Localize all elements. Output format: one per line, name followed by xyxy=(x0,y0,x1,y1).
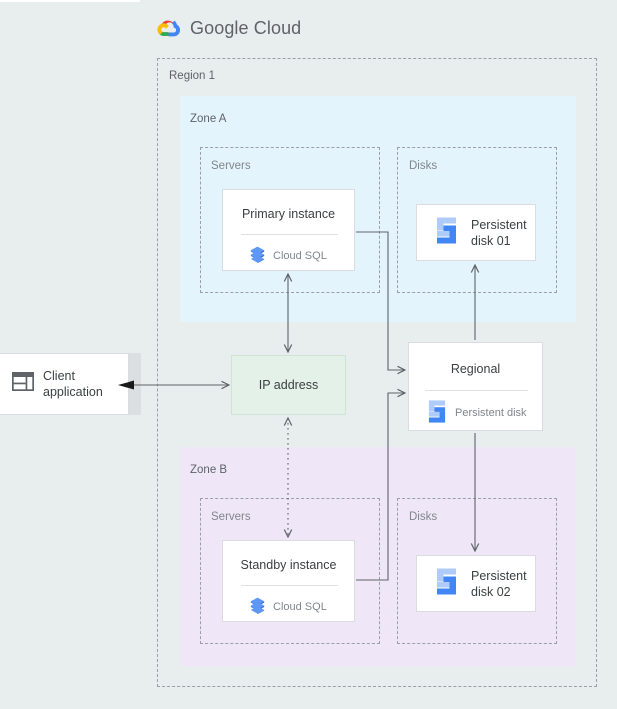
brand-name-cloud: Cloud xyxy=(253,17,302,38)
zone-a-servers-label: Servers xyxy=(211,160,251,172)
ip-address-node[interactable]: IP address xyxy=(231,355,346,415)
persistent-disk-02-card[interactable]: Persistent disk 02 xyxy=(416,555,536,612)
standby-instance-subtitle: Cloud SQL xyxy=(273,601,327,613)
persistent-disk-icon xyxy=(427,400,447,426)
primary-instance-card[interactable]: Primary instance Cloud SQL xyxy=(222,189,355,271)
page-top-strip xyxy=(0,0,140,2)
regional-persistent-disk-card[interactable]: Regional Persistent disk xyxy=(408,342,543,431)
standby-instance-subtitle-row: Cloud SQL xyxy=(250,597,327,617)
persistent-disk-01-label: Persistent disk 01 xyxy=(471,217,527,249)
zone-a-label: Zone A xyxy=(190,113,227,125)
cloud-sql-icon xyxy=(250,246,265,266)
client-application-node[interactable]: Client application xyxy=(0,353,129,415)
regional-persistent-disk-divider xyxy=(425,390,528,391)
client-application-label-line2: application xyxy=(43,385,103,399)
persistent-disk-02-label: Persistent disk 02 xyxy=(471,568,527,600)
client-application-shadow xyxy=(128,353,141,415)
zone-b-servers-label: Servers xyxy=(211,511,251,523)
standby-instance-title: Standby instance xyxy=(240,558,337,572)
zone-b-disks-label: Disks xyxy=(409,511,438,523)
primary-instance-title: Primary instance xyxy=(241,207,336,221)
cloud-sql-icon xyxy=(250,597,265,617)
regional-persistent-disk-subtitle-row: Persistent disk xyxy=(427,400,527,426)
primary-instance-subtitle: Cloud SQL xyxy=(273,250,327,262)
client-application-label: Client application xyxy=(43,368,103,400)
primary-instance-divider xyxy=(241,234,338,235)
persistent-disk-02-label-line1: Persistent xyxy=(471,568,527,583)
persistent-disk-01-card[interactable]: Persistent disk 01 xyxy=(416,204,536,261)
region-label: Region 1 xyxy=(169,70,216,82)
standby-instance-divider xyxy=(241,585,338,586)
regional-persistent-disk-subtitle: Persistent disk xyxy=(455,407,527,419)
zone-a-disks-group xyxy=(397,147,557,293)
google-cloud-wordmark: Google Cloud xyxy=(190,18,301,39)
persistent-disk-icon xyxy=(435,217,458,249)
browser-window-icon xyxy=(11,371,35,396)
persistent-disk-01-label-line2: disk 01 xyxy=(471,233,511,248)
client-application-label-line1: Client xyxy=(43,369,75,383)
brand-name-google: Google xyxy=(190,17,249,38)
persistent-disk-icon xyxy=(435,568,458,600)
primary-instance-subtitle-row: Cloud SQL xyxy=(250,246,327,266)
persistent-disk-01-label-line1: Persistent xyxy=(471,217,527,232)
google-cloud-logo: Google Cloud xyxy=(155,15,301,41)
google-cloud-logo-icon xyxy=(155,16,183,40)
region-container xyxy=(157,58,597,687)
ip-address-label: IP address xyxy=(258,378,319,392)
regional-persistent-disk-title: Regional xyxy=(450,362,501,376)
persistent-disk-02-label-line2: disk 02 xyxy=(471,584,511,599)
standby-instance-card[interactable]: Standby instance Cloud SQL xyxy=(222,540,355,622)
zone-b-label: Zone B xyxy=(190,464,228,476)
zone-a-disks-label: Disks xyxy=(409,160,438,172)
